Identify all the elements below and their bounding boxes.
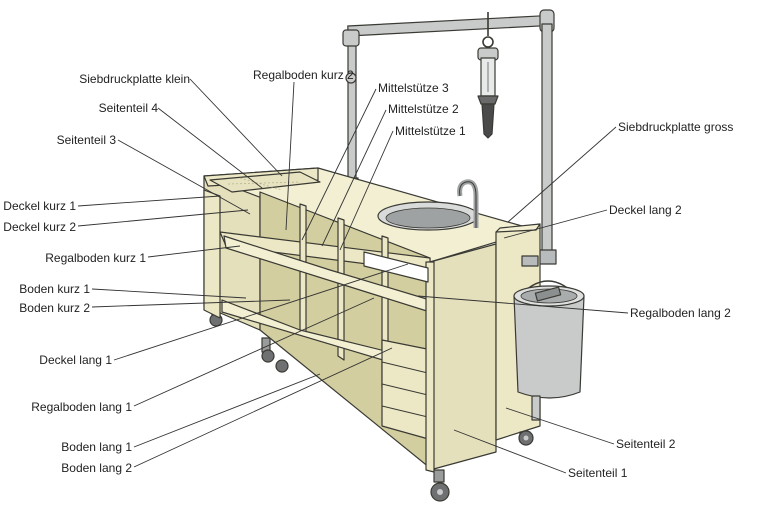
drawer-stack [381, 339, 433, 441]
label-siebdruckplatte-gross: Siebdruckplatte gross [618, 120, 733, 134]
sink-basin [377, 201, 479, 231]
label-mittelstuetze-1: Mittelstütze 1 [395, 124, 466, 138]
label-mittelstuetze-3: Mittelstütze 3 [378, 81, 449, 95]
label-deckel-lang-1: Deckel lang 1 [39, 353, 112, 367]
small-board [209, 171, 321, 193]
label-boden-lang-2: Boden lang 2 [61, 461, 132, 475]
label-seitenteil-2: Seitenteil 2 [616, 437, 676, 451]
label-regalboden-lang-1: Regalboden lang 1 [31, 400, 132, 414]
label-regalboden-kurz-1: Regalboden kurz 1 [45, 251, 146, 265]
label-boden-kurz-2: Boden kurz 2 [19, 301, 90, 315]
caster-wheels-front [430, 395, 541, 502]
label-seitenteil-3: Seitenteil 3 [57, 133, 117, 147]
label-boden-lang-1: Boden lang 1 [61, 440, 132, 454]
label-deckel-kurz-1: Deckel kurz 1 [3, 199, 76, 213]
side-panel-front [429, 243, 497, 471]
label-boden-kurz-1: Boden kurz 1 [19, 282, 90, 296]
bucket [513, 255, 585, 399]
label-mittelstuetze-2: Mittelstütze 2 [388, 102, 459, 116]
leader-lines [77, 78, 629, 474]
label-regalboden-lang-2: Regalboden lang 2 [630, 306, 731, 320]
label-deckel-lang-2: Deckel lang 2 [609, 203, 682, 217]
label-regalboden-kurz-2: Regalboden kurz 2 [253, 68, 354, 82]
hanging-shower-tool [477, 12, 499, 139]
label-seitenteil-4: Seitenteil 4 [99, 101, 159, 115]
label-seitenteil-1: Seitenteil 1 [568, 466, 628, 480]
label-siebdruckplatte-klein: Siebdruckplatte klein [79, 72, 190, 86]
part-labels: Siebdruckplatte klein Seitenteil 4 Seite… [3, 68, 733, 480]
label-deckel-kurz-2: Deckel kurz 2 [3, 220, 76, 234]
